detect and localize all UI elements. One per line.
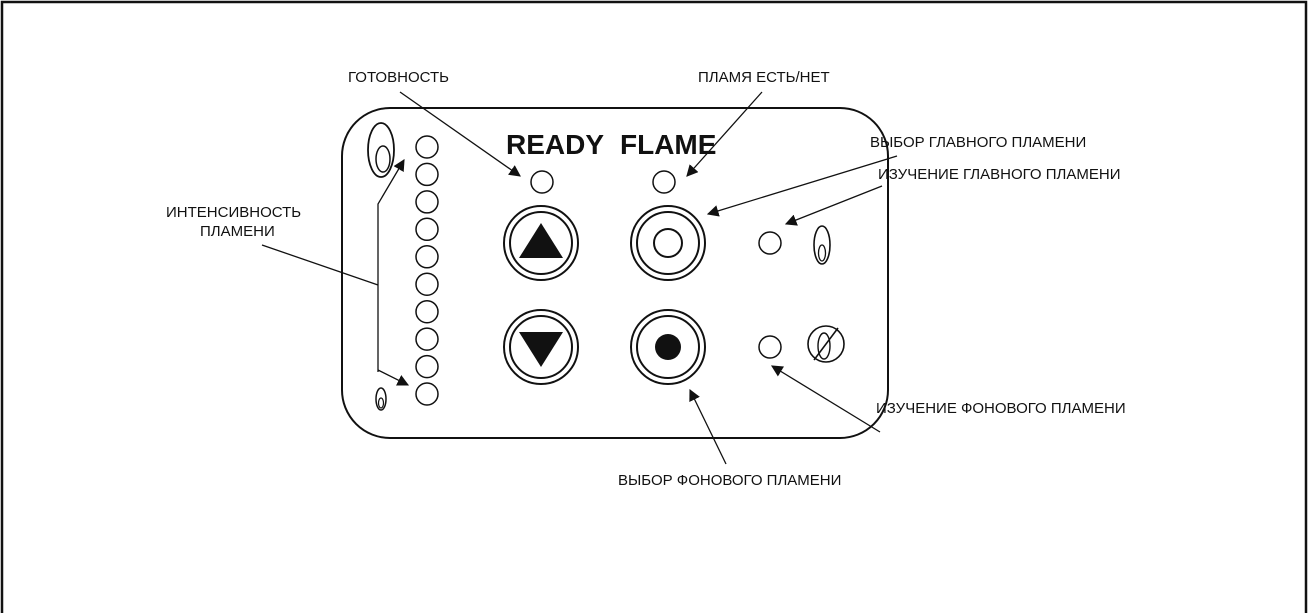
- callout-flame-intensity-line2: ПЛАМЕНИ: [200, 223, 275, 240]
- intensity-bracket: [377, 158, 405, 372]
- callout-main-flame-learn: ИЗУЧЕНИЕ ГЛАВНОГО ПЛАМЕНИ: [878, 166, 1120, 183]
- intensity-led: [415, 272, 439, 296]
- leader-main-flame-learn: [784, 185, 883, 226]
- callout-background-flame-select: ВЫБОР ФОНОВОГО ПЛАМЕНИ: [618, 472, 841, 489]
- leader-lines: [261, 91, 898, 465]
- up-button[interactable]: [503, 205, 579, 281]
- intensity-led: [415, 382, 439, 406]
- flame-label: FLAME: [620, 129, 716, 160]
- filled-dot-icon: [655, 334, 681, 360]
- flame-indicator-led: [652, 170, 676, 194]
- intensity-bracket-lower: [377, 369, 410, 386]
- intensity-led: [415, 245, 439, 269]
- triangle-down-icon: [519, 332, 563, 367]
- callout-readiness: ГОТОВНОСТЬ: [348, 69, 449, 86]
- intensity-led: [415, 190, 439, 214]
- background-flame-learn-led: [758, 335, 782, 359]
- leader-readiness: [399, 91, 521, 177]
- down-button[interactable]: [503, 309, 579, 385]
- intensity-led: [415, 135, 439, 159]
- flame-background-icon: [807, 325, 845, 363]
- flame-icon: [813, 225, 831, 265]
- main-flame-learn-led: [758, 231, 782, 255]
- background-flame-select-button[interactable]: [630, 309, 706, 385]
- flame-small-icon: [375, 387, 387, 411]
- intensity-led: [415, 162, 439, 187]
- callout-background-flame-learn: ИЗУЧЕНИЕ ФОНОВОГО ПЛАМЕНИ: [876, 400, 1126, 417]
- ready-indicator-led: [530, 170, 554, 194]
- flame-large-icon: [367, 122, 395, 178]
- leader-flame-intensity: [261, 244, 379, 286]
- intensity-led: [415, 327, 439, 351]
- intensity-led: [415, 354, 439, 379]
- leader-flame-on-off: [686, 91, 763, 177]
- leader-background-flame-learn: [771, 365, 881, 433]
- ring-icon: [653, 228, 683, 258]
- callout-flame-intensity-line1: ИНТЕНСИВНОСТЬ: [166, 204, 301, 221]
- intensity-led: [415, 299, 439, 324]
- leader-background-flame-select: [689, 388, 727, 465]
- callout-flame-on-off: ПЛАМЯ ЕСТЬ/НЕТ: [698, 69, 830, 86]
- triangle-up-icon: [519, 223, 563, 258]
- leader-main-flame-select: [706, 155, 898, 217]
- flame-intensity-led-bar: [415, 135, 439, 406]
- intensity-led: [415, 217, 439, 242]
- ready-label: READY: [506, 129, 604, 160]
- callout-main-flame-select: ВЫБОР ГЛАВНОГО ПЛАМЕНИ: [870, 134, 1086, 151]
- main-flame-select-button[interactable]: [630, 205, 706, 281]
